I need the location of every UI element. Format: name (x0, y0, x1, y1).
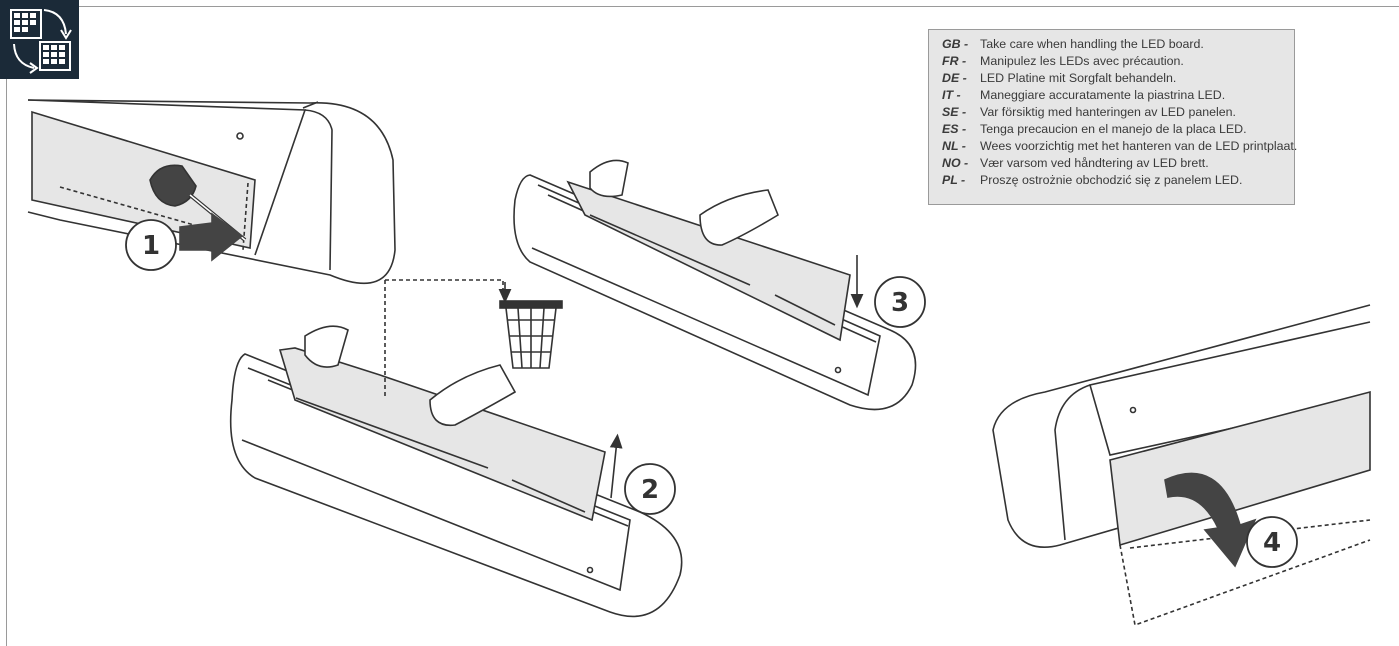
legend-text: Var försiktig med hanteringen av LED pan… (980, 105, 1236, 119)
legend-item: IT - Maneggiare accuratamente la piastrin… (942, 87, 1288, 104)
legend-item: PL - Proszę ostrożnie obchodzić się z pan… (942, 172, 1288, 189)
legend-language-code: PL - (942, 173, 966, 187)
legend-language-code: DE - (942, 71, 967, 85)
grid-swap-icon (0, 0, 79, 79)
legend-item: ES - Tenga precaucion en el manejo de la … (942, 121, 1288, 138)
step-4-illustration (992, 304, 1371, 627)
step-badge-4: 4 (1246, 516, 1298, 568)
legend-text: LED Platine mit Sorgfalt behandeln. (980, 71, 1177, 85)
legend-item: NO - Vær varsom ved håndtering av LED bre… (942, 155, 1288, 172)
trash-bin-icon (499, 300, 563, 369)
legend-language-code: FR - (942, 54, 967, 68)
step-number: 2 (641, 475, 659, 505)
legend-text: Take care when handling the LED board. (980, 37, 1204, 51)
legend-language-code: ES - (942, 122, 967, 136)
step-number: 3 (891, 288, 909, 318)
frame-top-border (6, 6, 1399, 7)
step-badge-1: 1 (125, 219, 177, 271)
legend-language-code: NL - (942, 139, 966, 153)
up-arrow-icon (609, 433, 623, 499)
legend-language-code: GB - (942, 37, 969, 51)
frame-left-border (6, 6, 7, 646)
legend-text: Vær varsom ved håndtering av LED brett. (980, 156, 1209, 170)
legend-item: GB - Take care when handling the LED boar… (942, 36, 1288, 53)
legend-text: Maneggiare accuratamente la piastrina LE… (980, 88, 1226, 102)
step-number: 1 (142, 231, 160, 261)
legend-item: DE - LED Platine mit Sorgfalt behandeln. (942, 70, 1288, 87)
legend-language-code: IT - (942, 88, 961, 102)
legend-language-code: SE - (942, 105, 967, 119)
legend-item: NL - Wees voorzichtig met het hanteren va… (942, 138, 1297, 155)
step-badge-3: 3 (874, 276, 926, 328)
step-2-illustration (229, 279, 683, 618)
legend-item: FR - Manipulez les LEDs avec précaution. (942, 53, 1288, 70)
legend-text: Proszę ostrożnie obchodzić się z panelem… (980, 173, 1243, 187)
step-3-illustration (513, 159, 917, 411)
legend-text: Manipulez les LEDs avec précaution. (980, 54, 1184, 68)
step-number: 4 (1263, 528, 1281, 558)
legend-box: GB - Take care when handling the LED boar… (928, 29, 1297, 205)
step-1-illustration (27, 99, 396, 285)
legend-text: Wees voorzichtig met het hanteren van de… (980, 139, 1298, 153)
legend-text: Tenga precaucion en el manejo de la plac… (980, 122, 1247, 136)
legend-item: SE - Var försiktig med hanteringen av LED… (942, 104, 1288, 121)
legend-language-code: NO - (942, 156, 969, 170)
step-badge-2: 2 (624, 463, 676, 515)
